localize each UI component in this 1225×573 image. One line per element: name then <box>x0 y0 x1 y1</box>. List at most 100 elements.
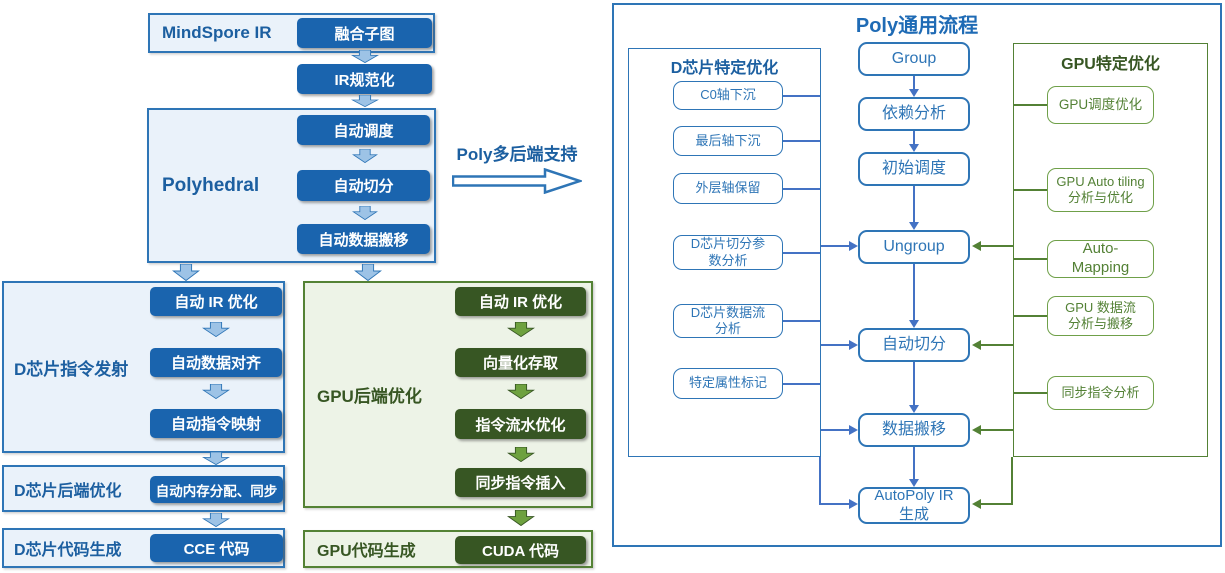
arrowhead-icon <box>909 479 919 487</box>
arrowhead-icon <box>849 499 858 509</box>
arrowhead-icon <box>849 340 858 350</box>
flow-line <box>913 362 915 406</box>
gpu-pipeline-opt-box: 指令流水优化 <box>455 409 586 439</box>
auto-mapping-box: Auto- Mapping <box>1047 240 1154 278</box>
data-move-mid-box: 数据搬移 <box>858 413 970 447</box>
branch-line <box>1011 457 1013 505</box>
down-chevron-icon <box>507 322 535 337</box>
arrowhead-icon <box>849 241 858 251</box>
down-chevron-icon <box>351 95 379 107</box>
d-backend-label: D芯片后端优化 <box>14 482 122 500</box>
auto-schedule-box: 自动调度 <box>297 115 430 145</box>
mindspore-ir-label: MindSpore IR <box>162 23 272 42</box>
gpu-backend-label: GPU后端优化 <box>317 387 422 406</box>
auto-data-move-box: 自动数据搬移 <box>297 224 430 254</box>
arrowhead-icon <box>909 89 919 97</box>
flow-line <box>913 264 915 321</box>
arrowhead-icon <box>909 222 919 230</box>
gpu-specific-header: GPU特定优化 <box>1061 56 1160 73</box>
arrowhead-icon <box>909 405 919 413</box>
d-auto-ir-opt-box: 自动 IR 优化 <box>150 287 282 316</box>
right-arrow-icon <box>452 168 582 194</box>
connector-line <box>783 140 820 142</box>
connector-line <box>1014 189 1047 191</box>
connector-line <box>1014 392 1047 394</box>
d-mem-sync-box: 自动内存分配、同步 <box>150 476 283 503</box>
arrowhead-icon <box>849 425 858 435</box>
autopoly-ir-box: AutoPoly IR 生成 <box>858 487 970 524</box>
arrowhead-icon <box>972 241 981 251</box>
initial-schedule-box: 初始调度 <box>858 152 970 186</box>
dependency-analysis-box: 依赖分析 <box>858 97 970 131</box>
d-tiling-param-box: D芯片切分参 数分析 <box>673 235 783 270</box>
down-chevron-icon <box>507 510 535 526</box>
sync-inst-analysis-box: 同步指令分析 <box>1047 376 1154 410</box>
flow-line <box>913 76 915 90</box>
down-chevron-icon <box>202 513 230 527</box>
arrowhead-icon <box>909 144 919 152</box>
connector-line <box>783 383 820 385</box>
d-auto-inst-map-box: 自动指令映射 <box>150 409 282 438</box>
arrowhead-icon <box>972 425 981 435</box>
down-chevron-icon <box>352 149 378 163</box>
gpu-vectorize-box: 向量化存取 <box>455 348 586 377</box>
branch-line <box>821 245 849 247</box>
gpu-schedule-opt-box: GPU调度优化 <box>1047 86 1154 124</box>
fused-subgraph-box: 融合子图 <box>297 18 432 48</box>
connector-line <box>1014 315 1047 317</box>
gpu-dataflow-box: GPU 数据流 分析与搬移 <box>1047 296 1154 336</box>
cce-code-box: CCE 代码 <box>150 534 283 562</box>
connector-line <box>783 95 820 97</box>
branch-line <box>981 344 1013 346</box>
connector-line <box>1014 258 1047 260</box>
gpu-sync-insert-box: 同步指令插入 <box>455 468 586 497</box>
group-box: Group <box>858 42 970 76</box>
down-chevron-icon <box>202 322 230 337</box>
d-emit-label: D芯片指令发射 <box>14 359 129 379</box>
connector-line <box>783 252 820 254</box>
arrowhead-icon <box>972 499 981 509</box>
down-chevron-icon <box>354 264 382 281</box>
down-chevron-icon <box>351 50 379 63</box>
flow-line <box>913 186 915 223</box>
outer-axis-keep-box: 外层轴保留 <box>673 173 783 204</box>
auto-tiling-box: 自动切分 <box>297 170 430 201</box>
specific-attr-mark-box: 特定属性标记 <box>673 368 783 399</box>
last-axis-sink-box: 最后轴下沉 <box>673 126 783 156</box>
gpu-codegen-label: GPU代码生成 <box>317 543 416 560</box>
down-chevron-icon <box>202 452 230 465</box>
gpu-auto-tiling-box: GPU Auto tiling 分析与优化 <box>1047 168 1154 212</box>
down-chevron-icon <box>202 384 230 399</box>
d-dataflow-box: D芯片数据流 分析 <box>673 304 783 338</box>
connector-line <box>783 188 820 190</box>
flow-line <box>913 447 915 480</box>
ungroup-box: Ungroup <box>858 230 970 264</box>
poly-flow-title: Poly通用流程 <box>855 15 979 37</box>
connector-line <box>783 320 820 322</box>
down-chevron-icon <box>172 264 200 281</box>
arrowhead-icon <box>972 340 981 350</box>
poly-multi-backend-label: Poly多后端支持 <box>456 144 578 164</box>
down-chevron-icon <box>507 384 535 399</box>
branch-line <box>819 457 821 505</box>
ir-normalize-box: IR规范化 <box>297 64 432 94</box>
down-chevron-icon <box>352 206 378 220</box>
auto-tiling-mid-box: 自动切分 <box>858 328 970 362</box>
branch-line <box>821 344 849 346</box>
c0-axis-sink-box: C0轴下沉 <box>673 81 783 110</box>
d-codegen-label: D芯片代码生成 <box>14 542 122 559</box>
branch-line <box>981 245 1013 247</box>
d-auto-data-align-box: 自动数据对齐 <box>150 348 282 377</box>
branch-line <box>819 503 849 505</box>
branch-line <box>981 503 1013 505</box>
gpu-auto-ir-opt-box: 自动 IR 优化 <box>455 287 586 316</box>
flow-line <box>913 131 915 145</box>
arrowhead-icon <box>909 320 919 328</box>
branch-line <box>981 429 1013 431</box>
polyhedral-label: Polyhedral <box>162 174 260 196</box>
connector-line <box>1014 104 1047 106</box>
d-specific-header: D芯片特定优化 <box>670 60 779 77</box>
down-chevron-icon <box>507 447 535 462</box>
cuda-code-box: CUDA 代码 <box>455 536 586 564</box>
